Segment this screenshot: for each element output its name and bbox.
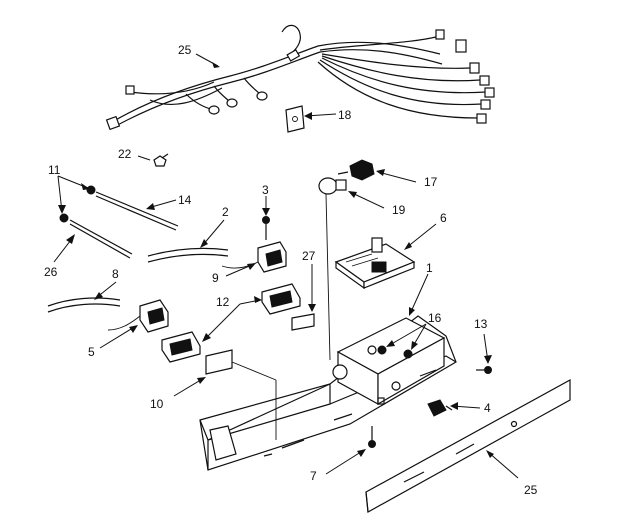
callout-1: 1 [426, 261, 433, 275]
part-tube-lower [47, 297, 121, 313]
callout-17: 17 [424, 175, 438, 189]
part-knob [427, 399, 453, 417]
part-front-panel [365, 378, 571, 513]
callout-numbers: 25 18 22 11 14 3 2 26 9 8 27 12 5 10 17 … [44, 43, 538, 497]
part-label-27 [291, 313, 315, 331]
callout-13: 13 [474, 317, 488, 331]
part-screws [59, 185, 96, 223]
callout-8: 8 [112, 267, 119, 281]
callout-4: 4 [484, 401, 491, 415]
part-plate [285, 105, 305, 133]
callout-5: 5 [88, 345, 95, 359]
part-switch-5 [107, 299, 169, 333]
callout-20: 25 [178, 43, 192, 57]
callout-18: 18 [338, 108, 352, 122]
callout-27: 27 [302, 249, 316, 263]
callout-12: 12 [216, 295, 230, 309]
part-screw-3 [262, 216, 270, 240]
callout-10: 10 [150, 397, 164, 411]
callout-25: 25 [524, 483, 538, 497]
callout-6: 6 [440, 211, 447, 225]
part-screw-13 [476, 366, 492, 374]
callout-14: 14 [178, 193, 192, 207]
leader-lines [53, 53, 519, 479]
part-rods [69, 191, 179, 259]
part-label-10 [205, 349, 233, 375]
part-clip [153, 153, 169, 167]
callout-16: 16 [428, 311, 442, 325]
part-switch-9 [221, 241, 287, 273]
callout-22: 22 [118, 147, 132, 161]
callout-3: 3 [262, 183, 269, 197]
part-bulb [318, 177, 347, 361]
callout-19: 19 [392, 203, 406, 217]
part-screw-7 [368, 426, 376, 448]
part-tube-upper [147, 247, 229, 263]
part-screws-16 [377, 345, 413, 359]
callout-9: 9 [212, 271, 219, 285]
callout-11: 11 [48, 163, 61, 177]
callout-7: 7 [310, 469, 317, 483]
part-switch-12 [161, 283, 301, 363]
callout-2: 2 [222, 205, 229, 219]
callout-26: 26 [44, 265, 58, 279]
part-socket [337, 159, 375, 181]
part-control-board [334, 237, 416, 290]
part-wire-harness [105, 24, 495, 131]
